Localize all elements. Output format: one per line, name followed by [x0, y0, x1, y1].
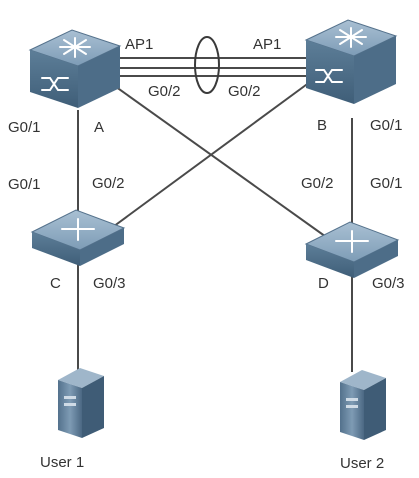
device-label-a: A [94, 119, 105, 136]
port-label-a-g02: G0/2 [148, 83, 181, 100]
switch-c-icon [30, 209, 126, 266]
link-b-c [105, 81, 311, 233]
port-label-d-g02: G0/2 [301, 175, 334, 192]
port-label-b-g02: G0/2 [228, 83, 261, 100]
port-label-a-g01: G0/1 [8, 119, 41, 136]
aggregate-port-ellipse [194, 36, 220, 94]
device-label-c: C [50, 275, 61, 292]
port-label-b-ap1: AP1 [253, 36, 282, 53]
port-label-c-g01: G0/1 [8, 176, 41, 193]
port-label-c-g03: G0/3 [93, 275, 126, 292]
device-label-b: B [317, 117, 328, 134]
switch-d-icon [304, 221, 400, 278]
switch-a-icon [28, 29, 122, 108]
port-label-a-ap1: AP1 [125, 36, 154, 53]
port-label-c-g02: G0/2 [92, 175, 125, 192]
link-a-d [111, 83, 337, 245]
user1-pc-icon [58, 368, 104, 438]
port-label-b-g01: G0/1 [370, 117, 403, 134]
switch-b-icon [304, 19, 398, 104]
device-label-d: D [318, 275, 329, 292]
user2-pc-icon [340, 370, 386, 440]
port-label-d-g03: G0/3 [372, 275, 405, 292]
host-label-user1: User 1 [40, 454, 85, 471]
port-label-d-g01: G0/1 [370, 175, 403, 192]
host-label-user2: User 2 [340, 455, 385, 472]
